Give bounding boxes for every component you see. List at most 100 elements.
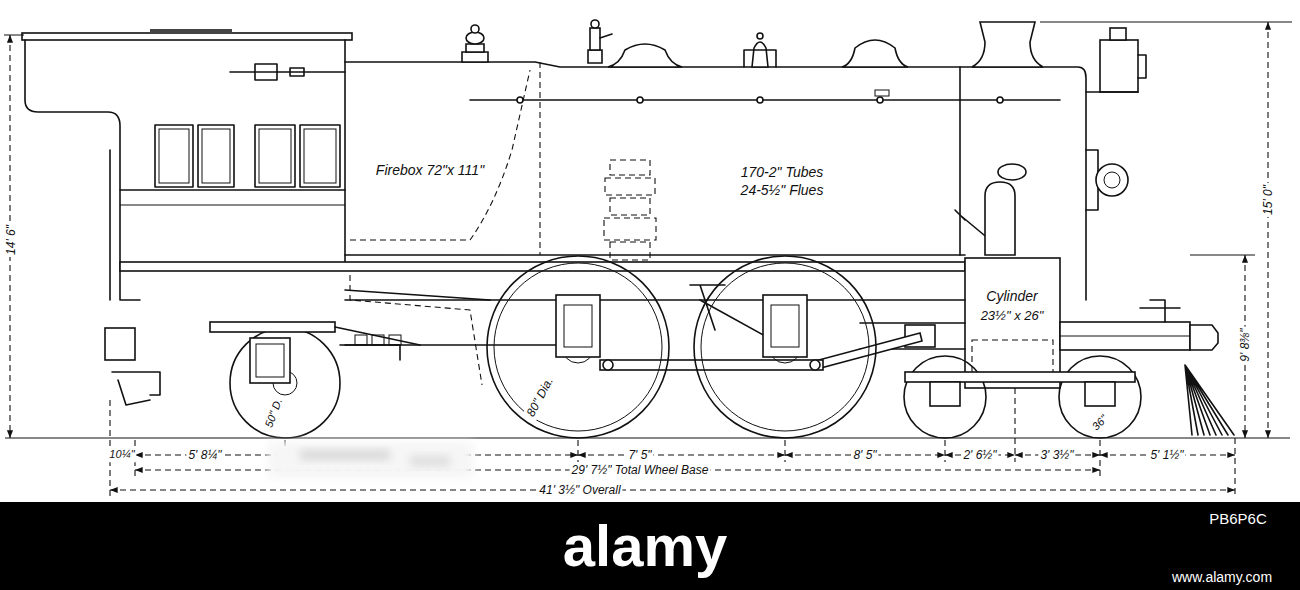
dimension-lines: [577, 440, 578, 462]
dimension-lines: [300, 450, 390, 460]
running-gear: [930, 382, 960, 406]
dimension-label: 29' 7½" Total Wheel Base: [570, 463, 711, 478]
front-end: [1190, 325, 1218, 350]
cab: [159, 129, 189, 183]
boiler: [875, 90, 889, 96]
boiler-fittings: [466, 44, 484, 52]
boiler-fittings: [1086, 55, 1146, 92]
running-gear: [564, 305, 592, 347]
running-gear: [1085, 382, 1115, 406]
boiler: [345, 290, 490, 300]
dimension-label: 5' 8¼": [186, 448, 223, 463]
dimension-lines: [1267, 22, 1268, 438]
cylinder-size: 23½" x 26": [979, 308, 1046, 324]
cab: [155, 125, 193, 187]
cab: [109, 150, 111, 300]
boiler-fittings: [842, 40, 908, 67]
boiler-fittings: [1110, 28, 1126, 40]
dimension-label: 8' 5": [851, 448, 878, 463]
cab: [300, 125, 340, 187]
dimension-label: 5' 1½": [1148, 448, 1185, 463]
cab: [25, 40, 140, 300]
running-gear: [694, 256, 876, 438]
running-gear: [355, 335, 367, 345]
cab: [112, 372, 160, 405]
wheel-diameter: 50" D.: [262, 395, 286, 432]
wheel-diameter: 80" Dia.: [523, 373, 558, 421]
boiler-fittings: [462, 52, 488, 62]
front-end: [1104, 172, 1120, 188]
cab: [22, 29, 352, 405]
front-end: [1096, 164, 1128, 196]
running-gear: [230, 328, 340, 438]
watermark-bar: [0, 502, 1300, 590]
running-gear: [905, 372, 1135, 382]
flue-note: 24-5½" Flues: [739, 182, 826, 199]
dimension-label: 2' 6½": [961, 448, 998, 463]
boiler-fittings: [588, 50, 602, 63]
dimension-lines: [5, 438, 1290, 439]
dimension-label: 41' 3½" Overall: [537, 483, 622, 498]
watermark-id: PB6P6C: [1207, 510, 1269, 528]
running-gear: [250, 338, 290, 383]
cab: [198, 125, 234, 187]
running-gear: [210, 322, 335, 332]
boiler-fittings: [590, 28, 600, 50]
running-gear: [256, 344, 284, 377]
front-end: [1060, 322, 1190, 350]
dimension-lines: [1040, 22, 1292, 23]
front-end: [965, 150, 1234, 435]
boiler-fittings: [600, 34, 612, 38]
running-gear: [210, 256, 1141, 438]
running-gear: [487, 256, 669, 438]
boiler: [120, 62, 1086, 385]
cab: [202, 129, 230, 183]
dimension-label: 9' 8⅜": [1238, 326, 1253, 363]
cab: [255, 125, 295, 187]
watermark-url: www.alamy.com: [1170, 569, 1274, 586]
running-gear: [904, 356, 986, 438]
cab: [120, 205, 345, 206]
wheel-diameter: 36": [1088, 411, 1112, 435]
dimension-lines: [1014, 388, 1015, 462]
boiler-fittings: [462, 20, 1146, 92]
dimension-lines: [110, 489, 1235, 490]
front-end: [1185, 365, 1234, 435]
boiler: [539, 62, 540, 255]
dimension-lines: [1099, 440, 1100, 476]
dimension-label: 15' 0": [1261, 183, 1276, 217]
running-gear: [771, 305, 799, 347]
running-gear: [600, 360, 823, 370]
running-gear: [556, 295, 600, 357]
cab: [230, 64, 345, 80]
boiler-fittings: [608, 44, 682, 67]
dimension-lines: [4, 35, 24, 36]
cab: [105, 328, 135, 360]
cab: [344, 40, 346, 262]
boiler: [350, 70, 530, 240]
running-gear: [763, 295, 807, 357]
running-gear: [701, 263, 869, 431]
running-gear: [389, 335, 401, 345]
boiler-fittings: [591, 20, 599, 28]
cylinder-label: Cylinder: [984, 288, 1039, 305]
watermark: alamy: [561, 515, 729, 578]
running-gear: [494, 263, 662, 431]
front-end: [1140, 300, 1180, 322]
dimension-label: 10¼": [107, 448, 136, 462]
front-end: [965, 258, 1060, 388]
dimension-lines: [1234, 438, 1235, 496]
running-gear: [810, 360, 820, 370]
boiler: [345, 254, 965, 256]
front-end: [1060, 336, 1190, 337]
front-end: [998, 164, 1026, 180]
running-gear: [372, 335, 384, 345]
firebox-note: Firebox 72"x 111": [374, 162, 486, 179]
dimension-lines: [944, 440, 945, 462]
running-gear: [335, 327, 420, 360]
cab: [120, 189, 345, 191]
front-end: [985, 182, 1015, 255]
dimension-label: 3' 3½": [1038, 448, 1075, 463]
boiler: [470, 99, 1060, 101]
